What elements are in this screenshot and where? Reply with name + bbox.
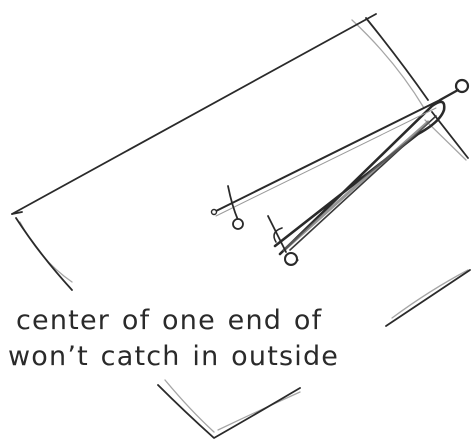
hairpin	[274, 102, 444, 265]
pin-loop-right	[268, 216, 286, 252]
sheet-bottom-chevron	[158, 385, 300, 438]
straight-pin-shaft	[214, 100, 440, 212]
caption-line-1: center of one end of	[16, 307, 472, 334]
caption-line-2: won’t catch in outside	[8, 343, 468, 370]
straight-pin-tip	[212, 210, 217, 215]
sheet-top-edge	[12, 14, 376, 214]
hairpin-outer-leg	[275, 102, 444, 254]
straight-pin	[212, 80, 469, 252]
sheet-right-edge	[366, 18, 428, 100]
pin-loop-left	[228, 186, 238, 220]
